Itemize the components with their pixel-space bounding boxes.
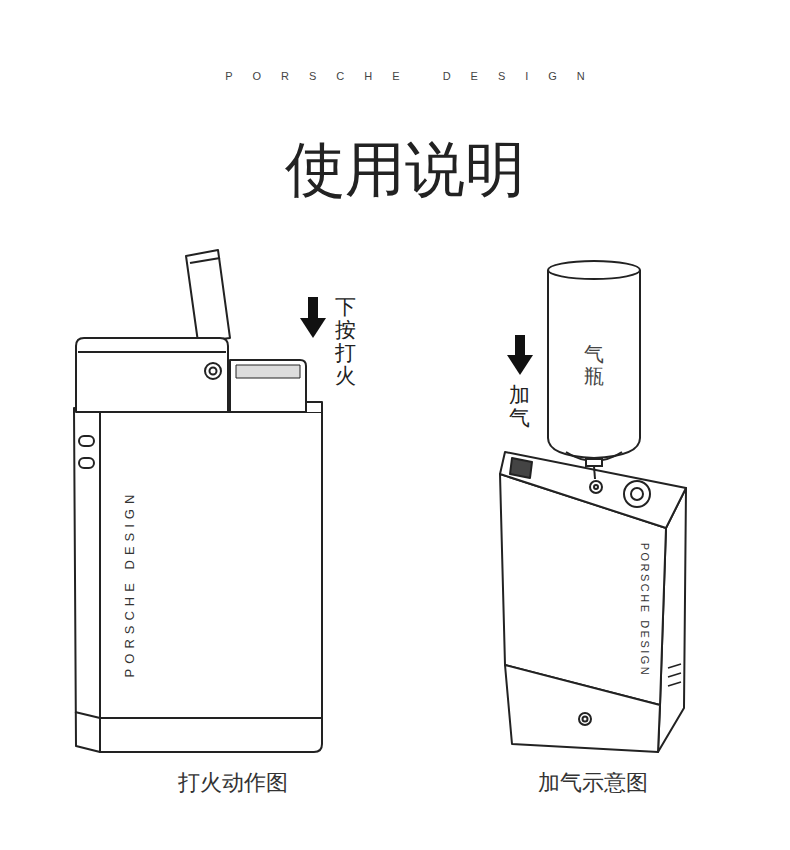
right-lighter [500,452,686,752]
bottom-band [100,717,322,719]
bottle-body [548,270,640,458]
gas-valve [590,481,602,493]
vent [668,673,681,677]
brand-mark: PORSCHE DESIGN [639,543,651,678]
figure-caption: 打火动作图 [133,768,333,798]
top-face [500,452,686,528]
refill-arrow [507,335,533,375]
lighter-body: PORSCHE DESIGN [628,535,662,686]
button-grip [236,365,300,378]
top-cap [76,338,228,412]
arrow-head [300,318,326,338]
vent [668,682,681,686]
action-note: 下按打火 [335,295,356,387]
bottle-nozzle [594,466,595,479]
page-title: 使用说明 [20,136,790,202]
gas-bottle [548,261,640,479]
vent [668,664,681,668]
arrow-head [507,355,533,375]
side-slot [79,436,94,446]
gas-bottle-body: 气瓶 [548,300,640,430]
flint-wheel-center [631,488,643,500]
bottle-label: 气瓶 [584,343,604,387]
screw-center [210,368,217,375]
action-note: 加气 [509,383,530,429]
figure-caption: 加气示意图 [493,768,693,798]
screw-center [583,717,588,722]
top-slot [510,458,532,478]
bottom-band [75,712,100,718]
brand-mark: PORSCHE DESIGN [123,489,138,677]
screw [579,713,591,725]
press-button [230,360,306,412]
brand-header: PORSCHE DESIGN [20,70,790,82]
body-front-face [100,412,322,752]
lid-edge [190,258,220,263]
body-lip [306,402,322,412]
lighter-body: PORSCHE DESIGN [110,481,150,685]
flip-lid [186,250,230,342]
bottle-top [548,261,640,279]
side-slot [79,458,94,468]
left-lighter [74,250,322,752]
cap-edge [78,351,226,353]
body-lower-block [505,665,660,752]
screw [205,363,221,379]
arrow-shaft [308,297,318,320]
bottle-neck [586,459,602,466]
arrow-shaft [515,335,525,357]
body-side-face [74,408,100,752]
gas-valve-center [594,485,598,489]
press-arrow [300,297,326,338]
flint-wheel [624,481,650,507]
